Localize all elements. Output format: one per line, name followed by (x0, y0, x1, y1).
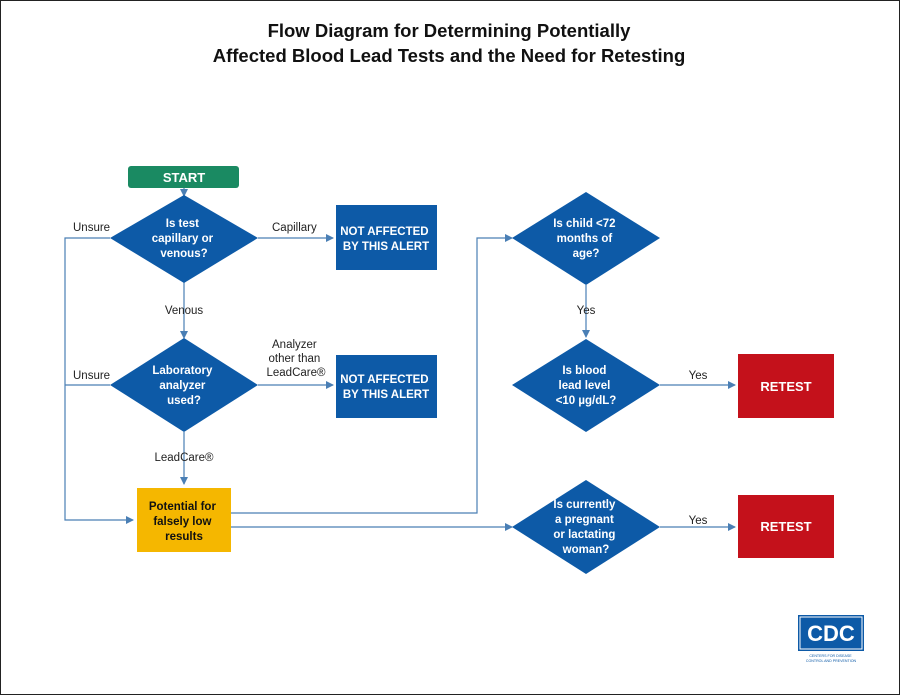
cdc-logo-text: CDC (807, 621, 855, 646)
title-line-1: Flow Diagram for Determining Potentially (267, 20, 631, 41)
decision-pregnant-text: Is currently a pregnant or lactating wom… (553, 499, 618, 556)
connector-unsure-loop (64, 237, 134, 524)
decision-analyzer-text: Laboratory analyzer used? (152, 365, 215, 407)
cdc-logo-tagline: CENTERS FOR DISEASE CONTROL AND PREVENTI… (806, 654, 857, 663)
edge-label-capillary: Capillary (272, 222, 317, 234)
decision-level-text: Is blood lead level <10 µg/dL? (556, 365, 617, 407)
outcome-retest-1-text: RETEST (760, 379, 811, 394)
outcome-not-affected-1-text: NOT AFFECTED BY THIS ALERT (340, 226, 432, 253)
decision-specimen-type (110, 195, 258, 283)
edge-label-yes-level: Yes (689, 370, 708, 382)
edge-label-analyzer-other: Analyzer other than LeadCare® (267, 339, 327, 379)
decision-child-age (512, 192, 660, 285)
outcome-retest-2 (738, 495, 834, 558)
connector-potential-to-age (231, 234, 513, 514)
outcome-retest-1 (738, 354, 834, 418)
start-label: START (163, 170, 205, 185)
connectors (64, 188, 736, 531)
edge-label-venous: Venous (165, 305, 204, 317)
decision-age-text: Is child <72 months of age? (553, 218, 619, 260)
outcome-not-affected-1 (336, 205, 437, 270)
edge-label-unsure-2: Unsure (73, 370, 110, 382)
cdc-logo: CDC CENTERS FOR DISEASE CONTROL AND PREV… (798, 615, 864, 663)
start-node (128, 166, 239, 188)
decision-pregnant-lactating (512, 480, 660, 574)
edge-labels: Unsure Capillary Venous Unsure Analyzer … (73, 222, 708, 527)
title-line-2: Affected Blood Lead Tests and the Need f… (212, 45, 686, 66)
edge-label-yes-age: Yes (577, 305, 596, 317)
outcome-not-affected-2 (336, 355, 437, 418)
edge-label-unsure-1: Unsure (73, 222, 110, 234)
outcome-retest-2-text: RETEST (760, 519, 811, 534)
edge-label-yes-pregnant: Yes (689, 515, 708, 527)
decision-analyzer (110, 338, 258, 432)
outcome-potential-falsely-low (137, 488, 231, 552)
edge-label-leadcare: LeadCare® (155, 452, 215, 464)
decision-lead-level (512, 339, 660, 432)
outcome-not-affected-2-text: NOT AFFECTED BY THIS ALERT (340, 374, 432, 401)
decision-specimen-text: Is test capillary or venous? (152, 218, 217, 260)
outcome-potential-text: Potential for falsely low results (149, 501, 219, 543)
diagram-title: Flow Diagram for Determining Potentially… (0, 18, 898, 68)
